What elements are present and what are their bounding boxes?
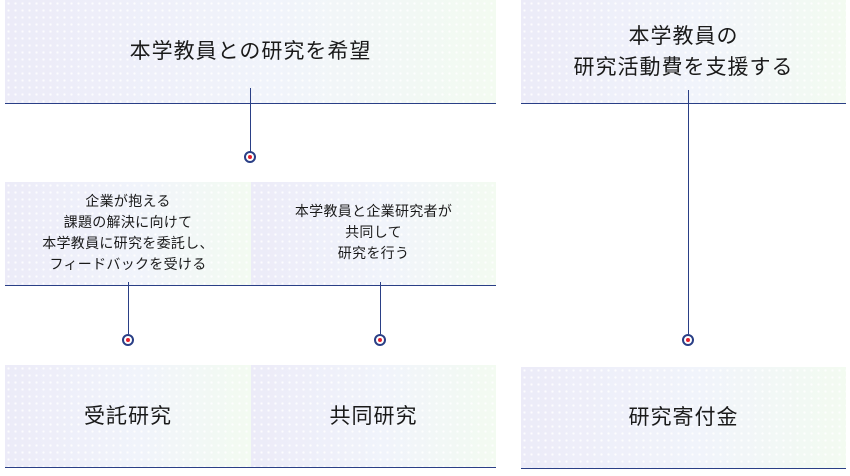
middle-divider [5, 285, 496, 286]
node-left-header [244, 151, 256, 163]
joint-description-line: 共同して [345, 225, 402, 241]
left-header-box: 本学教員との研究を希望 [5, 0, 496, 104]
node-joint [374, 334, 386, 346]
right-header-text: 本学教員の 研究活動費を支援する [574, 21, 794, 83]
joint-description-line: 本学教員と企業研究者が [294, 204, 453, 220]
right-header-box: 本学教員の 研究活動費を支援する [521, 0, 846, 104]
consigned-description-line: 本学教員に研究を委託し、 [42, 235, 214, 252]
joint-research-box: 共同研究 [251, 365, 496, 468]
joint-description-box: 本学教員と企業研究者が 共同して 研究を行う [251, 182, 496, 285]
bottom-left-divider [5, 467, 496, 468]
consigned-research-box: 受託研究 [5, 365, 251, 468]
right-header-line2: 研究活動費を支援する [573, 54, 794, 79]
node-donation [682, 334, 694, 346]
node-consigned [122, 334, 134, 346]
connector-left-header [250, 88, 251, 152]
donation-label: 研究寄付金 [628, 405, 739, 429]
consigned-description-line: フィードバックを受ける [49, 256, 207, 273]
connector-consigned [128, 282, 129, 334]
joint-research-label: 共同研究 [329, 404, 418, 428]
connector-joint [380, 282, 381, 334]
joint-description: 本学教員と企業研究者が 共同して 研究を行う [295, 202, 452, 265]
consigned-description-box: 企業が抱える 課題の解決に向けて 本学教員に研究を委託し、 フィードバックを受け… [5, 182, 251, 285]
consigned-description-line: 課題の解決に向けて [63, 214, 193, 231]
right-header-line1: 本学教員の [628, 23, 739, 48]
consigned-description: 企業が抱える 課題の解決に向けて 本学教員に研究を委託し、 フィードバックを受け… [42, 192, 214, 276]
left-header-title: 本学教員との研究を希望 [129, 39, 372, 63]
consigned-research-label: 受託研究 [84, 404, 172, 428]
consigned-description-line: 企業が抱える [85, 193, 171, 210]
donation-box: 研究寄付金 [521, 367, 846, 469]
joint-description-line: 研究を行う [337, 246, 410, 262]
connector-donation [688, 90, 689, 334]
